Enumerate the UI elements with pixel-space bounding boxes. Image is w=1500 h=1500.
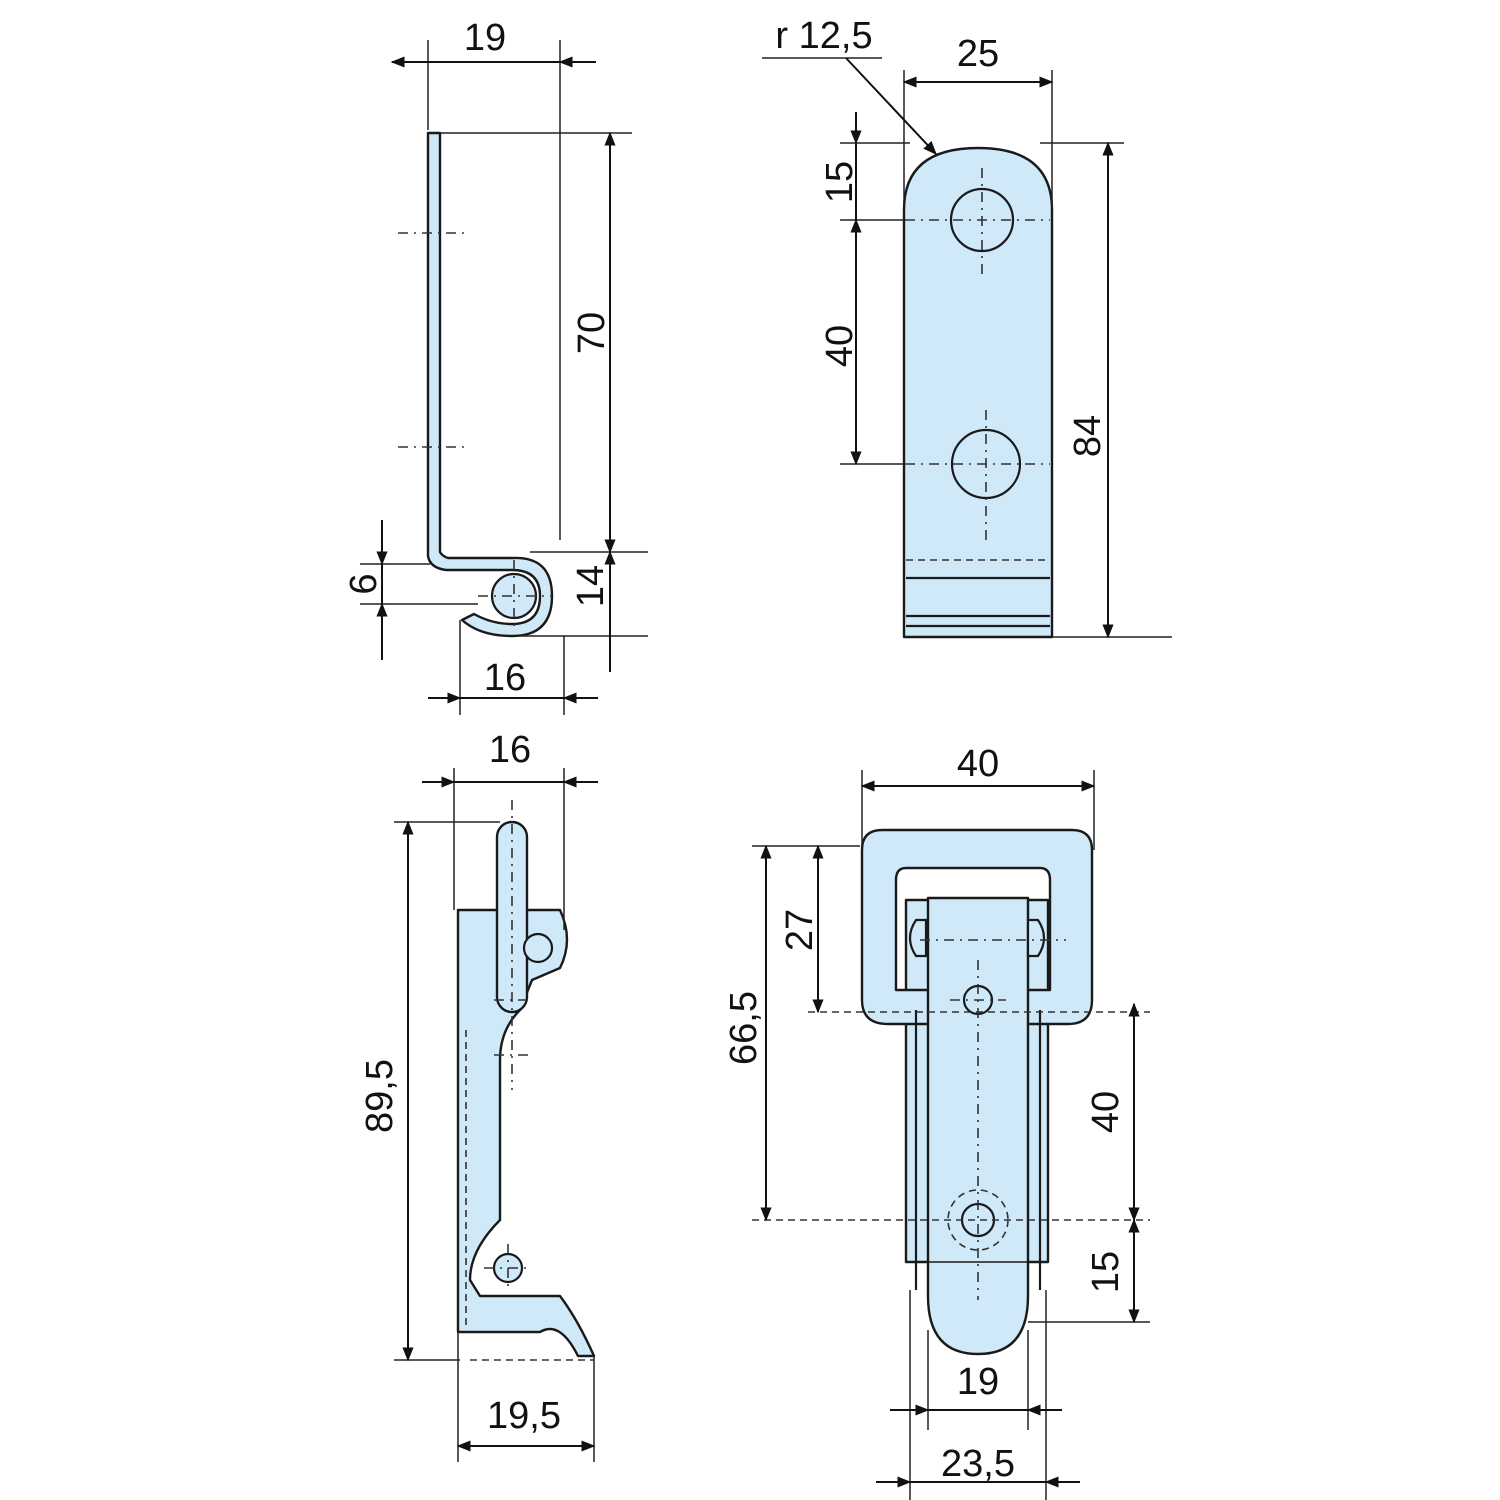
dim-hook-radius: r 12,5 (775, 15, 872, 57)
latch-side-view: 16 89,5 19,5 (359, 729, 598, 1462)
dim-latch-hole-to-end: 15 (1085, 1251, 1127, 1293)
latch-front-view: 40 66,5 27 40 15 19 23,5 (723, 743, 1150, 1500)
dim-latch-inner-width: 19 (957, 1361, 999, 1403)
dim-latch-bail-to-lower-hole: 66,5 (723, 991, 765, 1065)
dim-latch-length: 89,5 (359, 1059, 401, 1133)
dim-hook-height-14: 14 (570, 565, 612, 607)
dim-hook-offset: 6 (343, 573, 385, 594)
hook-side-view: 19 70 14 6 16 (343, 17, 648, 715)
latch-front-bail (860, 828, 1094, 1026)
dim-hook-front-width: 25 (957, 33, 999, 75)
dim-latch-width-bottom: 19,5 (487, 1395, 561, 1437)
hook-side-profile (426, 131, 554, 638)
dim-hook-width-top: 19 (464, 17, 506, 59)
hook-front-view: r 12,5 25 15 40 84 (762, 15, 1172, 639)
latch-side-lever (495, 820, 529, 1014)
dim-latch-hole-pitch: 40 (1085, 1091, 1127, 1133)
dim-hook-height: 70 (571, 312, 613, 354)
dim-hook-hole-pitch: 40 (819, 325, 861, 367)
dim-latch-bail-width: 40 (957, 743, 999, 785)
dim-latch-width-top: 16 (489, 729, 531, 771)
dim-latch-outer-width: 23,5 (941, 1443, 1015, 1485)
hook-front-plate (902, 146, 1054, 639)
dim-hook-length: 84 (1067, 415, 1109, 457)
dim-hook-width-bottom: 16 (484, 657, 526, 699)
latch-side-body (456, 908, 596, 1358)
dim-hook-hole-top: 15 (819, 161, 861, 203)
dim-latch-bail-to-hole: 27 (779, 909, 821, 951)
